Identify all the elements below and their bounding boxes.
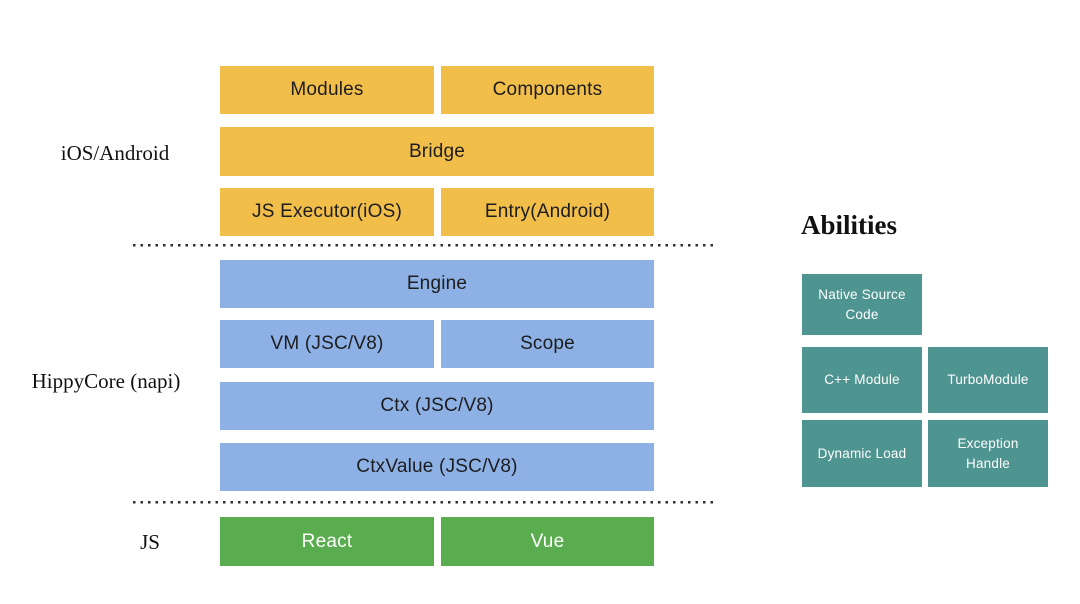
block-engine: Engine (220, 260, 654, 308)
dotted-separator-top (133, 244, 715, 247)
block-ctxvalue-jsc-v8: CtxValue (JSC/V8) (220, 443, 654, 491)
ability-turbo-module: TurboModule (928, 347, 1048, 413)
ability-dynamic-load: Dynamic Load (802, 420, 922, 487)
abilities-title: Abilities (801, 210, 898, 240)
dotted-separator-bottom (133, 501, 715, 504)
block-react: React (220, 517, 434, 566)
ability-cpp-module: C++ Module (802, 347, 922, 413)
block-vue: Vue (441, 517, 654, 566)
block-scope: Scope (441, 320, 654, 368)
ability-native-source-code: Native Source Code (802, 274, 922, 335)
block-components: Components (441, 66, 654, 114)
block-vm-jsc-v8: VM (JSC/V8) (220, 320, 434, 368)
block-js-executor-ios: JS Executor(iOS) (220, 188, 434, 236)
block-modules: Modules (220, 66, 434, 114)
block-bridge: Bridge (220, 127, 654, 176)
layer-label-hippycore-napi: HippyCore (napi) (31, 369, 181, 393)
layer-label-js: JS (140, 530, 160, 554)
block-entry-android: Entry(Android) (441, 188, 654, 236)
block-ctx-jsc-v8: Ctx (JSC/V8) (220, 382, 654, 430)
ability-exception-handle: Exception Handle (928, 420, 1048, 487)
layer-label-ios-android: iOS/Android (60, 141, 170, 165)
